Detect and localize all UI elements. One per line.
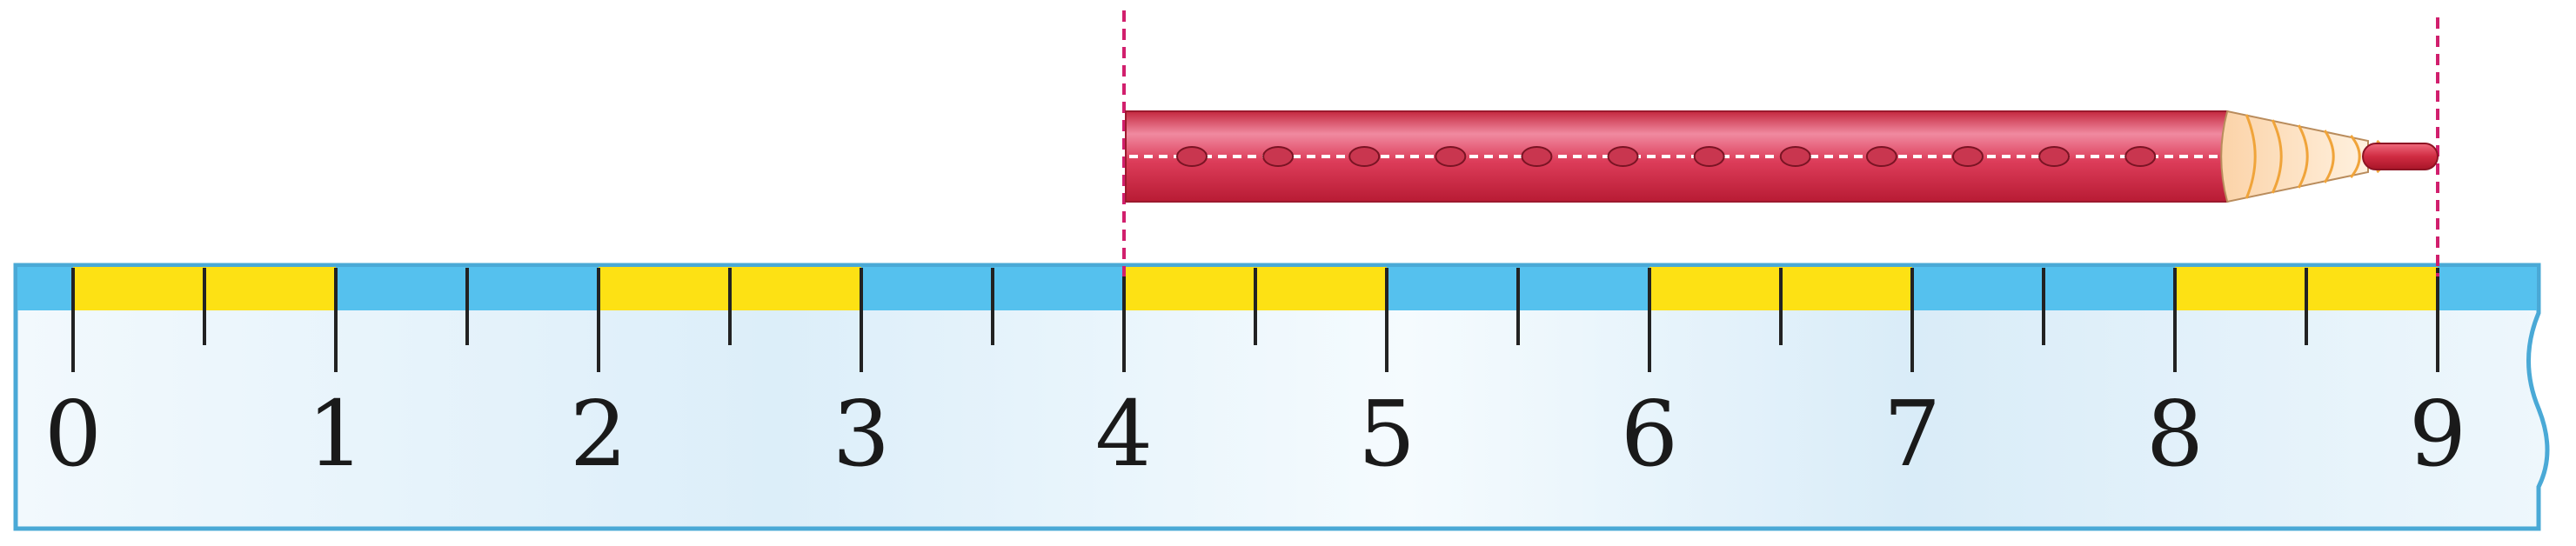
ruler-ticks [71, 268, 2439, 372]
ruler-tick-labels: 0 1 2 3 4 5 6 7 8 9 [44, 381, 2466, 487]
pencil-dot [1348, 146, 1381, 167]
ruler-tick-label: 5 [1358, 381, 1415, 487]
pencil-wood-grain [2297, 124, 2309, 189]
ruler-tick-label: 6 [1621, 381, 1678, 487]
pencil-dot [2038, 146, 2071, 167]
ruler-tick-label: 7 [1883, 381, 1941, 487]
ruler-band-lead [17, 267, 73, 310]
pencil-dot [1262, 146, 1295, 167]
pencil-dot [2124, 146, 2157, 167]
pencil-lead-tip [2362, 143, 2439, 170]
pencil-dot [1865, 146, 1897, 167]
pencil-dot [1779, 146, 1811, 167]
ruler-tick-label: 9 [2409, 381, 2466, 487]
ruler-tick-label: 2 [570, 381, 627, 487]
ruler-tick-label: 1 [307, 381, 365, 487]
ruler-tick-label: 8 [2146, 381, 2204, 487]
pencil-dot [1607, 146, 1639, 167]
ruler: 0 1 2 3 4 5 6 7 8 9 [13, 263, 2550, 531]
ruler-tick-label: 3 [833, 381, 890, 487]
alignment-guides [1122, 10, 2439, 276]
ruler-tick-label: 0 [44, 381, 102, 487]
pencil-wood-grain [2245, 114, 2257, 199]
pencil [1125, 110, 2439, 203]
pencil-dot [1693, 146, 1725, 167]
ruler-tick-label: 4 [1095, 381, 1153, 487]
pencil-dot [1435, 146, 1467, 167]
ruler-band [2438, 267, 2537, 310]
pencil-dot [1521, 146, 1553, 167]
pencil-wood-grain [2271, 119, 2283, 194]
pencil-wood-grain [2350, 135, 2361, 178]
pencil-dot [1176, 146, 1208, 167]
pencil-dot [1951, 146, 1984, 167]
pencil-wood-grain [2323, 130, 2335, 183]
ruler-body [13, 263, 2550, 531]
ruler-color-bands [73, 267, 2537, 310]
pencil-wood-cone [2220, 110, 2369, 203]
